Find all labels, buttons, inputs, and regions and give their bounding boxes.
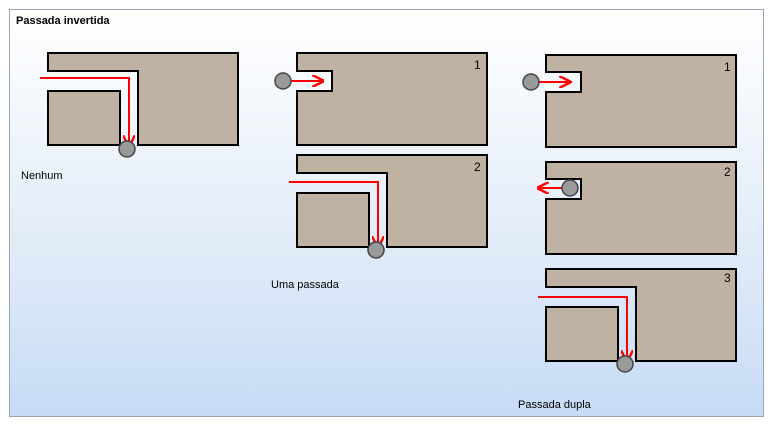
step-number: 2 <box>474 160 481 174</box>
option-none-caption[interactable]: Nenhum <box>21 170 63 182</box>
step-number: 3 <box>724 271 731 285</box>
panel-title: Passada invertida <box>16 15 110 27</box>
workpiece-block <box>296 192 370 248</box>
option-single-caption[interactable]: Uma passada <box>271 279 339 291</box>
step-number: 1 <box>474 58 481 72</box>
toolpath-line <box>538 296 627 361</box>
toolpath-line <box>289 181 378 247</box>
option-none-diagram[interactable] <box>40 52 239 158</box>
workpiece-block <box>47 52 239 146</box>
workpiece-block <box>545 54 737 148</box>
reverse-pass-diagrams: 1 2 1 2 <box>40 52 737 373</box>
option-single-step-2[interactable]: 2 <box>289 154 488 259</box>
circle-tool-icon <box>118 140 136 158</box>
option-single-step-1[interactable]: 1 <box>274 52 488 146</box>
circle-tool-icon <box>561 179 579 197</box>
option-double-step-3[interactable]: 3 <box>538 268 737 373</box>
workpiece-block <box>545 268 737 362</box>
workpiece-block <box>545 161 737 255</box>
circle-tool-icon <box>367 241 385 259</box>
workpiece-block <box>296 52 488 146</box>
step-number: 1 <box>724 60 731 74</box>
circle-tool-icon <box>274 72 292 90</box>
workpiece-block <box>545 306 619 362</box>
option-double-step-1[interactable]: 1 <box>522 54 737 148</box>
option-double-caption[interactable]: Passada dupla <box>518 399 591 411</box>
workpiece-block <box>296 154 488 248</box>
circle-tool-icon <box>616 355 634 373</box>
step-number: 2 <box>724 165 731 179</box>
reverse-pass-panel: Passada invertida 1 2 <box>9 9 764 417</box>
circle-tool-icon <box>522 73 540 91</box>
toolpath-line <box>40 77 129 146</box>
option-double-step-2[interactable]: 2 <box>538 161 737 255</box>
workpiece-block <box>47 90 121 146</box>
